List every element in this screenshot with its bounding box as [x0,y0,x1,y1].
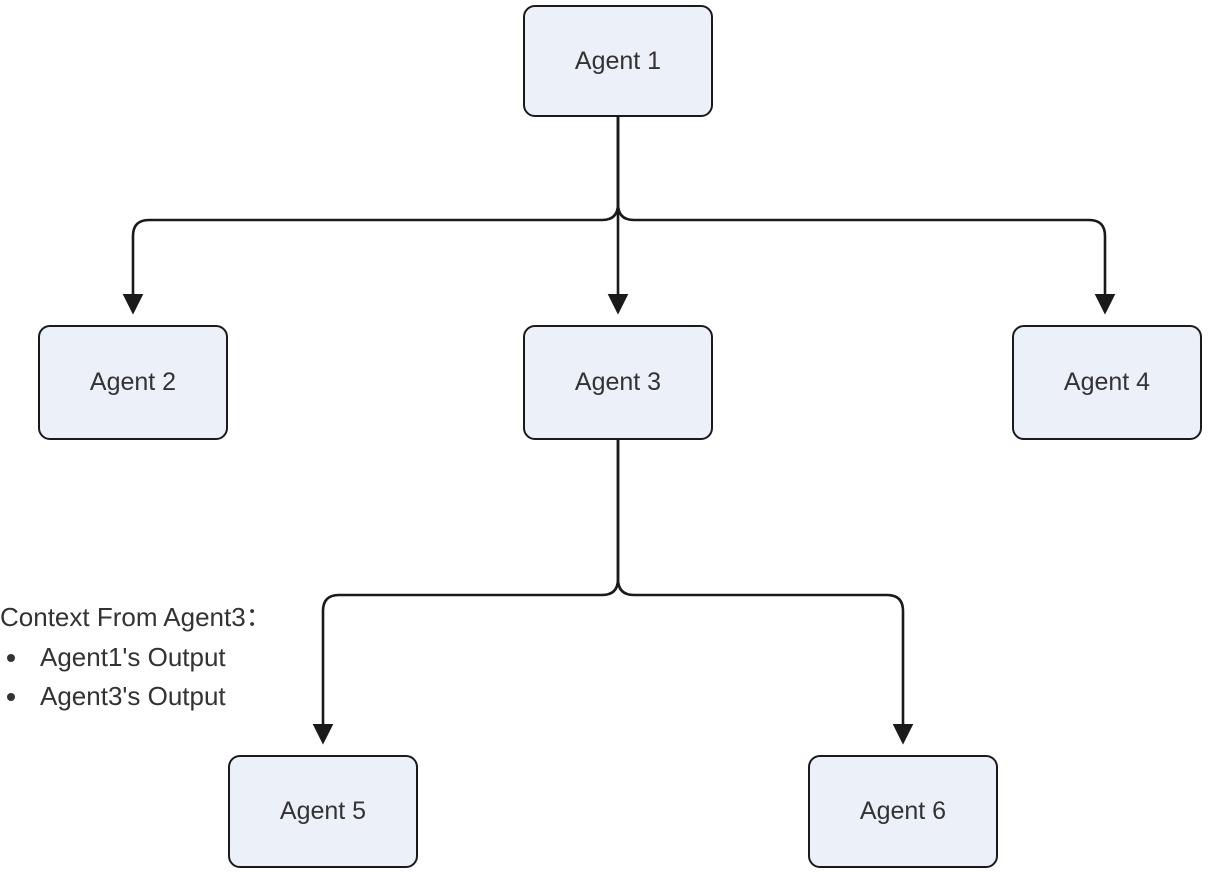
node-agent3: Agent 3 [523,325,713,440]
node-agent2: Agent 2 [38,325,228,440]
edge-agent3-agent6 [616,440,914,745]
context-annotation-title: Context From Agent3： [0,602,272,632]
context-annotation-item: Agent1's Output [30,638,330,677]
node-agent4-label: Agent 4 [1063,368,1151,396]
edge-agent1-agent4 [616,117,1116,315]
edge-agent3-agent5 [312,440,620,745]
edge-agent1-agent2 [122,117,620,315]
node-agent4: Agent 4 [1012,325,1202,440]
node-agent5: Agent 5 [228,755,418,868]
context-annotation: Context From Agent3： Agent1's Output Age… [0,598,330,716]
node-agent2-label: Agent 2 [89,368,177,396]
node-agent1-label: Agent 1 [574,46,662,75]
context-annotation-item: Agent3's Output [30,677,330,716]
node-agent1: Agent 1 [523,5,713,117]
node-agent6: Agent 6 [808,755,998,868]
context-annotation-list: Agent1's Output Agent3's Output [0,638,330,716]
node-agent6-label: Agent 6 [859,797,947,825]
node-agent3-label: Agent 3 [574,368,662,396]
node-agent5-label: Agent 5 [279,797,367,825]
